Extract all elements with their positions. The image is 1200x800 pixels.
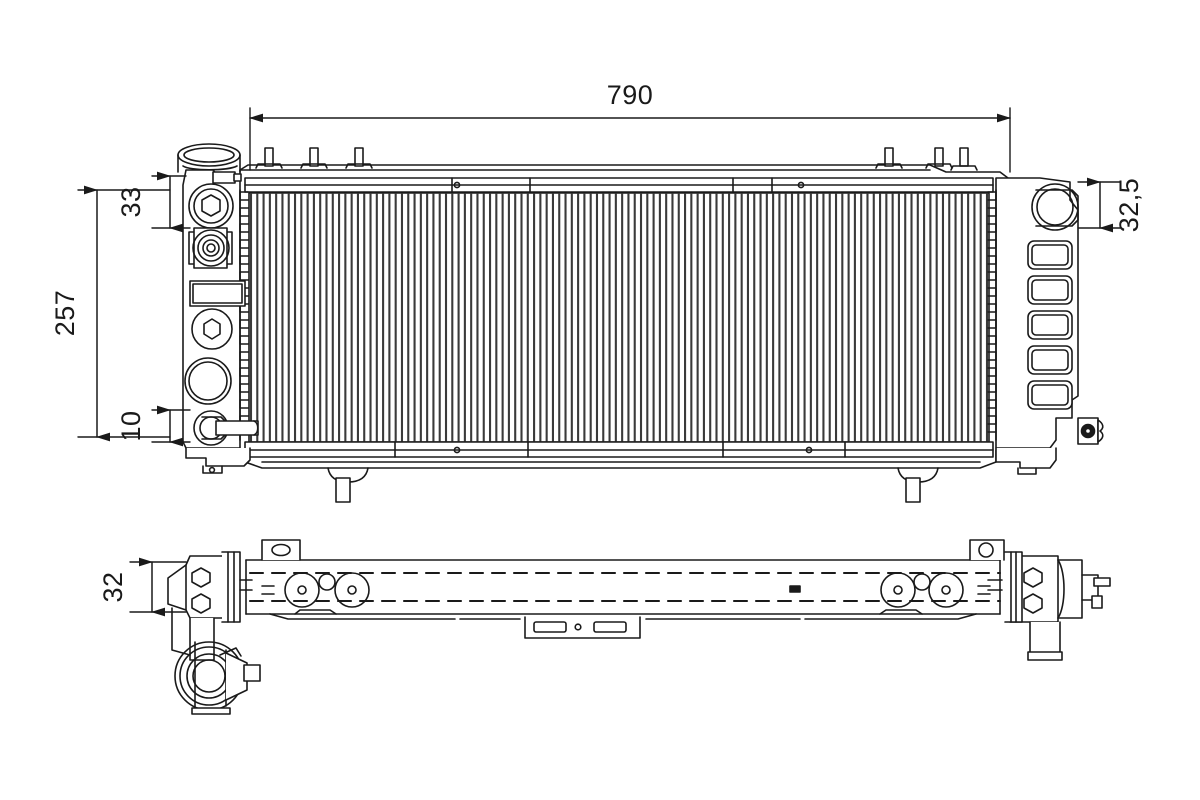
- dim-overall-height: [77, 185, 171, 442]
- plan-boss-4: [928, 572, 964, 608]
- plan-hole-left: [318, 573, 336, 591]
- upper-mounting-rail: [239, 147, 1009, 179]
- dimension-values: 790 257 33 10 32,5 32: [50, 80, 1144, 603]
- plan-hole-right: [913, 573, 931, 591]
- plan-boss-rings: [261, 572, 991, 608]
- tank-core-crimp-right: [987, 191, 997, 433]
- dim-value-upper-tank-offset: 33: [116, 186, 146, 217]
- rib-recess-4: [1027, 345, 1073, 375]
- dim-core-depth: [129, 557, 187, 617]
- dim-value-lower-tank-offset: 10: [116, 410, 146, 441]
- plan-mounting-tab-left: [261, 539, 301, 561]
- circular-inlet: [1031, 183, 1079, 231]
- tank-core-crimp-left: [239, 191, 249, 433]
- plan-filler-neck-assembly: [171, 607, 261, 715]
- dim-value-overall-height: 257: [50, 290, 80, 337]
- plan-mounting-tab-right: [969, 539, 1005, 561]
- right-lower-bracket: [1077, 417, 1104, 445]
- rib-recess-3: [1027, 310, 1073, 340]
- filler-neck: [177, 143, 241, 173]
- radiator-core: [248, 192, 990, 443]
- hex-plug-lower: [191, 308, 233, 350]
- threaded-boss: [188, 227, 233, 269]
- rectangular-plate: [189, 280, 246, 307]
- plan-boss-1: [284, 572, 320, 608]
- dim-lower-tank-offset: [151, 405, 191, 447]
- mounting-pin-6: [950, 147, 978, 171]
- plan-boss-2: [334, 572, 370, 608]
- dim-value-core-depth: 32: [98, 571, 128, 602]
- left-end-tank: [177, 143, 259, 474]
- plan-main-beam: [245, 559, 1001, 615]
- rib-recess-2: [1027, 275, 1073, 305]
- top-plan-view: [167, 539, 1111, 715]
- dimension-annotations: [77, 107, 1121, 617]
- core-bottom-header: [244, 441, 994, 458]
- plan-right-tank: [987, 551, 1111, 661]
- mounting-pin-group: [255, 147, 978, 171]
- rib-recess-5: [1027, 380, 1073, 410]
- dim-right-inlet-offset: [1077, 177, 1121, 233]
- plan-left-tank: [167, 551, 253, 623]
- core-top-header: [244, 177, 994, 193]
- mounting-pin-1: [255, 147, 283, 169]
- plan-center-bracket: [269, 585, 977, 639]
- neck-side-boss: [212, 171, 242, 184]
- bottom-peg-1: [327, 467, 369, 503]
- front-elevation-view: [177, 143, 1104, 503]
- mounting-pin-5: [925, 147, 953, 169]
- plan-centerline-dashes: [248, 571, 1002, 603]
- plan-boss-3: [880, 572, 916, 608]
- dim-value-right-inlet-offset: 32,5: [1114, 178, 1144, 233]
- dim-value-overall-width: 790: [607, 80, 654, 110]
- hose-outlet: [193, 410, 259, 446]
- dim-overall-width: [249, 107, 1011, 173]
- mounting-pin-3: [345, 147, 373, 169]
- mounting-pin-4: [875, 147, 903, 169]
- dim-upper-tank-offset: [151, 171, 191, 233]
- right-tank-foot: [995, 447, 1057, 475]
- left-tank-foot: [185, 447, 251, 474]
- large-circular-port: [184, 357, 232, 405]
- rib-recess-1: [1027, 240, 1073, 270]
- tank-rib-recesses: [1027, 240, 1073, 410]
- mounting-pin-2: [300, 147, 328, 169]
- bottom-peg-2: [897, 467, 939, 503]
- right-end-tank: [987, 177, 1104, 475]
